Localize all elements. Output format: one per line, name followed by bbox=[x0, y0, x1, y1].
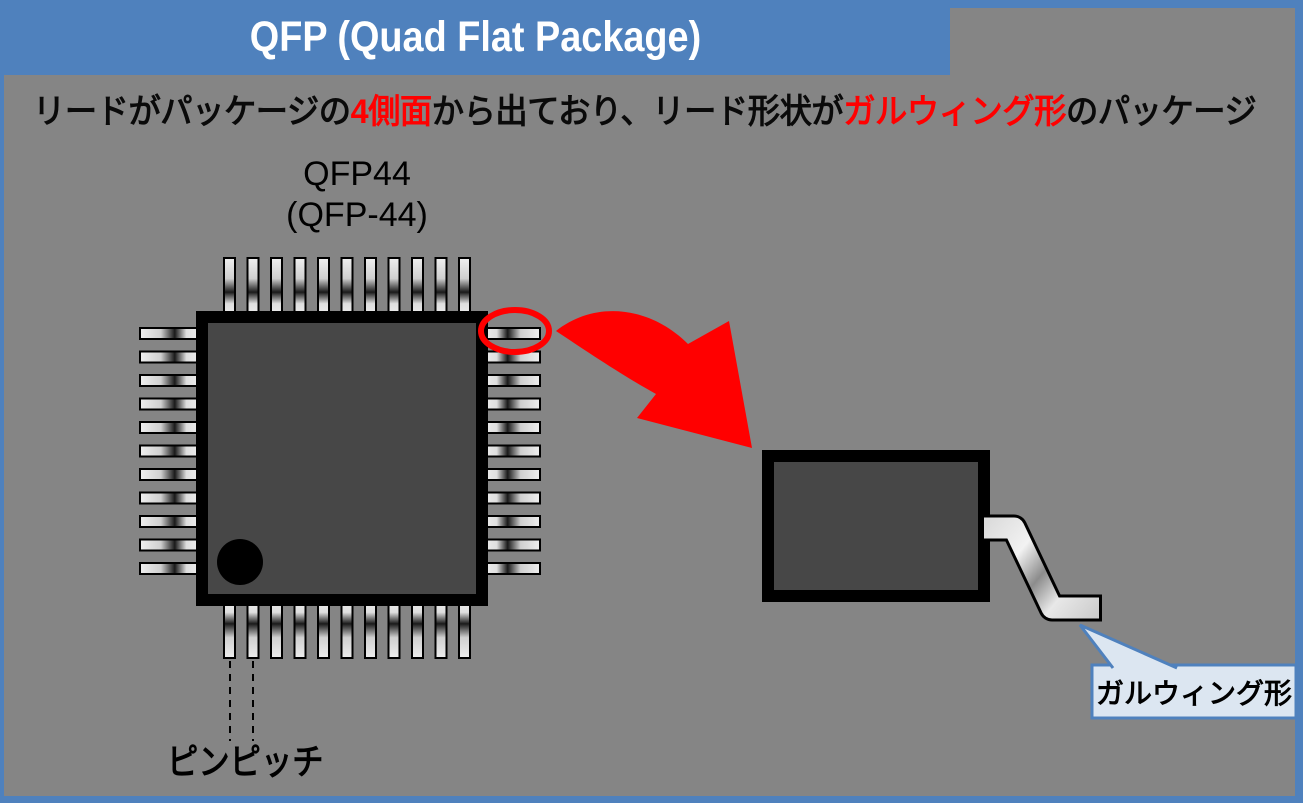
chip-lead bbox=[139, 421, 199, 434]
chip-lead bbox=[139, 327, 199, 340]
chip-lead bbox=[485, 421, 541, 434]
pin1-indicator-dot bbox=[217, 539, 263, 585]
chip-lead bbox=[458, 257, 471, 316]
chip-lead bbox=[223, 257, 236, 316]
chip-lead bbox=[293, 600, 307, 659]
chip-lead bbox=[485, 444, 541, 458]
chip-lead bbox=[387, 600, 401, 659]
chip-lead bbox=[340, 257, 354, 316]
chip-lead bbox=[485, 327, 541, 340]
page-title: QFP (Quad Flat Package) bbox=[249, 13, 701, 61]
chip-lead bbox=[485, 468, 541, 481]
chip-lead bbox=[485, 538, 541, 552]
chip-lead bbox=[246, 257, 260, 316]
chip-lead bbox=[246, 600, 260, 659]
chip-lead bbox=[485, 562, 541, 575]
slide-border-left bbox=[0, 0, 4, 803]
chip-leads-right bbox=[485, 327, 541, 575]
chip-lead bbox=[434, 600, 448, 659]
slide-border-right bbox=[1295, 0, 1303, 803]
chip-lead bbox=[139, 538, 199, 552]
chip-lead bbox=[485, 491, 541, 505]
chip-lead bbox=[139, 468, 199, 481]
subtitle-segment-highlight: ガルウィング形 bbox=[843, 93, 1067, 131]
chip-lead bbox=[139, 515, 199, 528]
pin-pitch-label: ピンピッチ bbox=[167, 741, 324, 782]
chip-leads-left bbox=[139, 327, 199, 575]
chip-lead bbox=[317, 257, 330, 316]
chip-name-label: QFP44 (QFP-44) bbox=[232, 154, 482, 237]
chip-lead bbox=[139, 350, 199, 364]
chip-lead bbox=[270, 600, 283, 659]
pin-pitch-lines bbox=[229, 661, 254, 741]
subtitle-segment: から出ており、リード形状が bbox=[431, 93, 844, 131]
chip-lead bbox=[411, 600, 424, 659]
callout-label: ガルウィング形 bbox=[1095, 677, 1292, 709]
chip-lead bbox=[139, 491, 199, 505]
chip-name-alt: (QFP-44) bbox=[286, 196, 428, 235]
title-bar: QFP (Quad Flat Package) bbox=[0, 0, 950, 75]
chip-lead bbox=[340, 600, 354, 659]
chip-lead bbox=[485, 397, 541, 411]
chip-lead bbox=[223, 600, 236, 659]
chip-lead bbox=[387, 257, 401, 316]
chip-lead bbox=[458, 600, 471, 659]
chip-lead bbox=[485, 515, 541, 528]
chip-lead bbox=[270, 257, 283, 316]
chip-lead bbox=[317, 600, 330, 659]
chip-leads-bottom bbox=[223, 600, 471, 659]
chip-lead bbox=[139, 444, 199, 458]
side-view-body bbox=[774, 462, 978, 590]
subtitle-segment: のパッケージ bbox=[1066, 93, 1257, 131]
chip-lead bbox=[139, 397, 199, 411]
chip-lead bbox=[434, 257, 448, 316]
chip-lead bbox=[485, 374, 541, 387]
slide-border-bottom bbox=[0, 796, 1303, 803]
chip-lead bbox=[411, 257, 424, 316]
chip-leads-top bbox=[223, 257, 471, 316]
chip-lead bbox=[139, 374, 199, 387]
zoom-arrow bbox=[556, 311, 752, 448]
subtitle-segment-highlight: 4側面 bbox=[350, 93, 433, 131]
chip-lead bbox=[364, 600, 377, 659]
subtitle-segment: リードがパッケージの bbox=[33, 93, 351, 131]
chip-lead bbox=[139, 562, 199, 575]
subtitle: リードがパッケージの4側面から出ており、リード形状がガルウィング形のパッケージ bbox=[33, 84, 1257, 133]
chip-lead bbox=[364, 257, 377, 316]
chip-lead bbox=[293, 257, 307, 316]
gull-wing-lead bbox=[984, 517, 1099, 619]
callout-pointer-edge bbox=[1078, 623, 1178, 670]
callout-box bbox=[1090, 663, 1298, 720]
chip-name: QFP44 bbox=[303, 155, 411, 193]
lead-highlight-ellipse bbox=[478, 307, 552, 355]
